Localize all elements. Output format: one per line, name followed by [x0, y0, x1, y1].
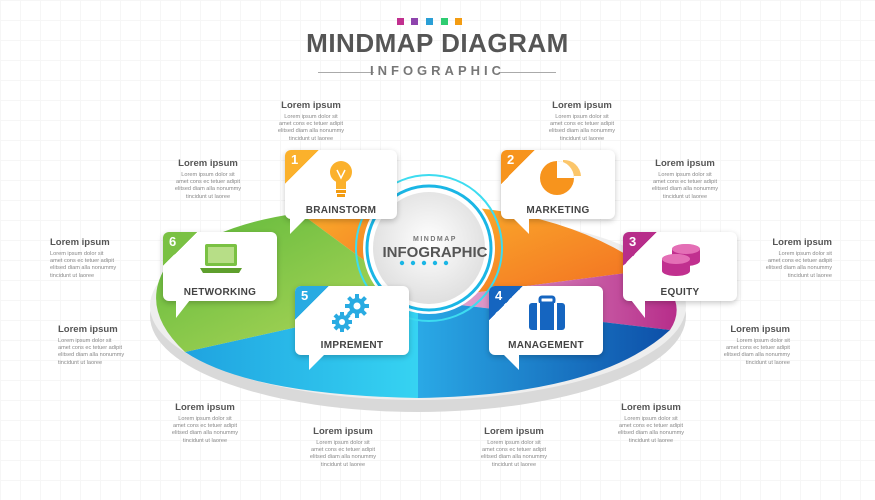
node-label-brainstorm: BRAINSTORM: [305, 205, 377, 216]
node-card-management: 4 MANAGEMENT: [489, 286, 603, 355]
color-dot-1: [397, 18, 404, 25]
center-dot: [443, 260, 449, 266]
color-dot-2: [411, 18, 418, 25]
text-block: Lorem ipsum Lorem ipsum dolor sit amet c…: [174, 158, 242, 200]
pie-chart-icon: [540, 159, 581, 195]
node-number-badge: 6: [163, 232, 197, 266]
center-dot: [399, 260, 405, 266]
node-card-networking: 6 NETWORKING: [163, 232, 277, 301]
node-number-badge: 1: [285, 150, 319, 184]
node-label-equity: EQUITY: [660, 287, 700, 298]
text-block: Lorem ipsum Lorem ipsum dolor sit amet c…: [480, 426, 548, 468]
node-number-badge: 4: [489, 286, 523, 320]
node-card-marketing: 2 MARKETING: [501, 150, 615, 219]
coins-icon: [662, 244, 700, 276]
node-number-badge: 2: [501, 150, 535, 184]
card-tail: [503, 354, 519, 370]
card-tail: [176, 300, 190, 318]
node-label-networking: NETWORKING: [183, 287, 257, 298]
center-dot: [421, 260, 427, 266]
center-dot: [432, 260, 438, 266]
gears-icon: [332, 294, 369, 332]
text-block: Lorem ipsum Lorem ipsum dolor sit amet c…: [617, 402, 685, 444]
text-block: Lorem ipsum Lorem ipsum dolor sit amet c…: [171, 402, 239, 444]
card-tail: [290, 218, 306, 234]
card-tail: [631, 300, 645, 318]
text-block: Lorem ipsum Lorem ipsum dolor sit amet c…: [277, 100, 345, 142]
node-number-badge: 5: [295, 286, 329, 320]
node-number-badge: 3: [623, 232, 657, 266]
text-block: Lorem ipsum Lorem ipsum dolor sit amet c…: [651, 158, 719, 200]
color-dot-5: [455, 18, 462, 25]
node-label-imprement: IMPREMENT: [320, 340, 384, 351]
lightbulb-icon: [330, 161, 352, 197]
center-inner-ring: [365, 184, 493, 312]
text-block: Lorem ipsum Lorem ipsum dolor sit amet c…: [50, 237, 117, 279]
center-outer-ring: [355, 174, 503, 322]
card-tail: [513, 218, 529, 234]
subtitle-rule-left: [318, 72, 374, 73]
node-label-management: MANAGEMENT: [508, 340, 584, 351]
text-block: Lorem ipsum Lorem ipsum dolor sit amet c…: [723, 324, 790, 366]
center-small-label: MINDMAP: [413, 236, 457, 243]
center-main-label: INFOGRAPHIC: [382, 244, 488, 261]
center-dot: [410, 260, 416, 266]
text-block: Lorem ipsum Lorem ipsum dolor sit amet c…: [548, 100, 616, 142]
color-dot-3: [426, 18, 433, 25]
text-block: Lorem ipsum Lorem ipsum dolor sit amet c…: [765, 237, 832, 279]
center-disc: [373, 192, 485, 304]
node-label-marketing: MARKETING: [526, 205, 590, 216]
briefcase-icon: [529, 295, 565, 330]
text-block: Lorem ipsum Lorem ipsum dolor sit amet c…: [309, 426, 377, 468]
card-tail: [309, 354, 325, 370]
page-title: MINDMAP DIAGRAM: [306, 28, 569, 58]
color-dot-4: [441, 18, 448, 25]
text-block: Lorem ipsum Lorem ipsum dolor sit amet c…: [58, 324, 125, 366]
node-card-equity: 3 EQUITY: [623, 232, 737, 301]
node-card-imprement: 5 IMPREMENT: [295, 286, 409, 355]
laptop-icon: [200, 244, 242, 273]
node-card-brainstorm: 1 BRAINSTORM: [285, 150, 397, 219]
subtitle-rule-right: [500, 72, 556, 73]
page-subtitle: INFOGRAPHIC: [370, 63, 505, 78]
